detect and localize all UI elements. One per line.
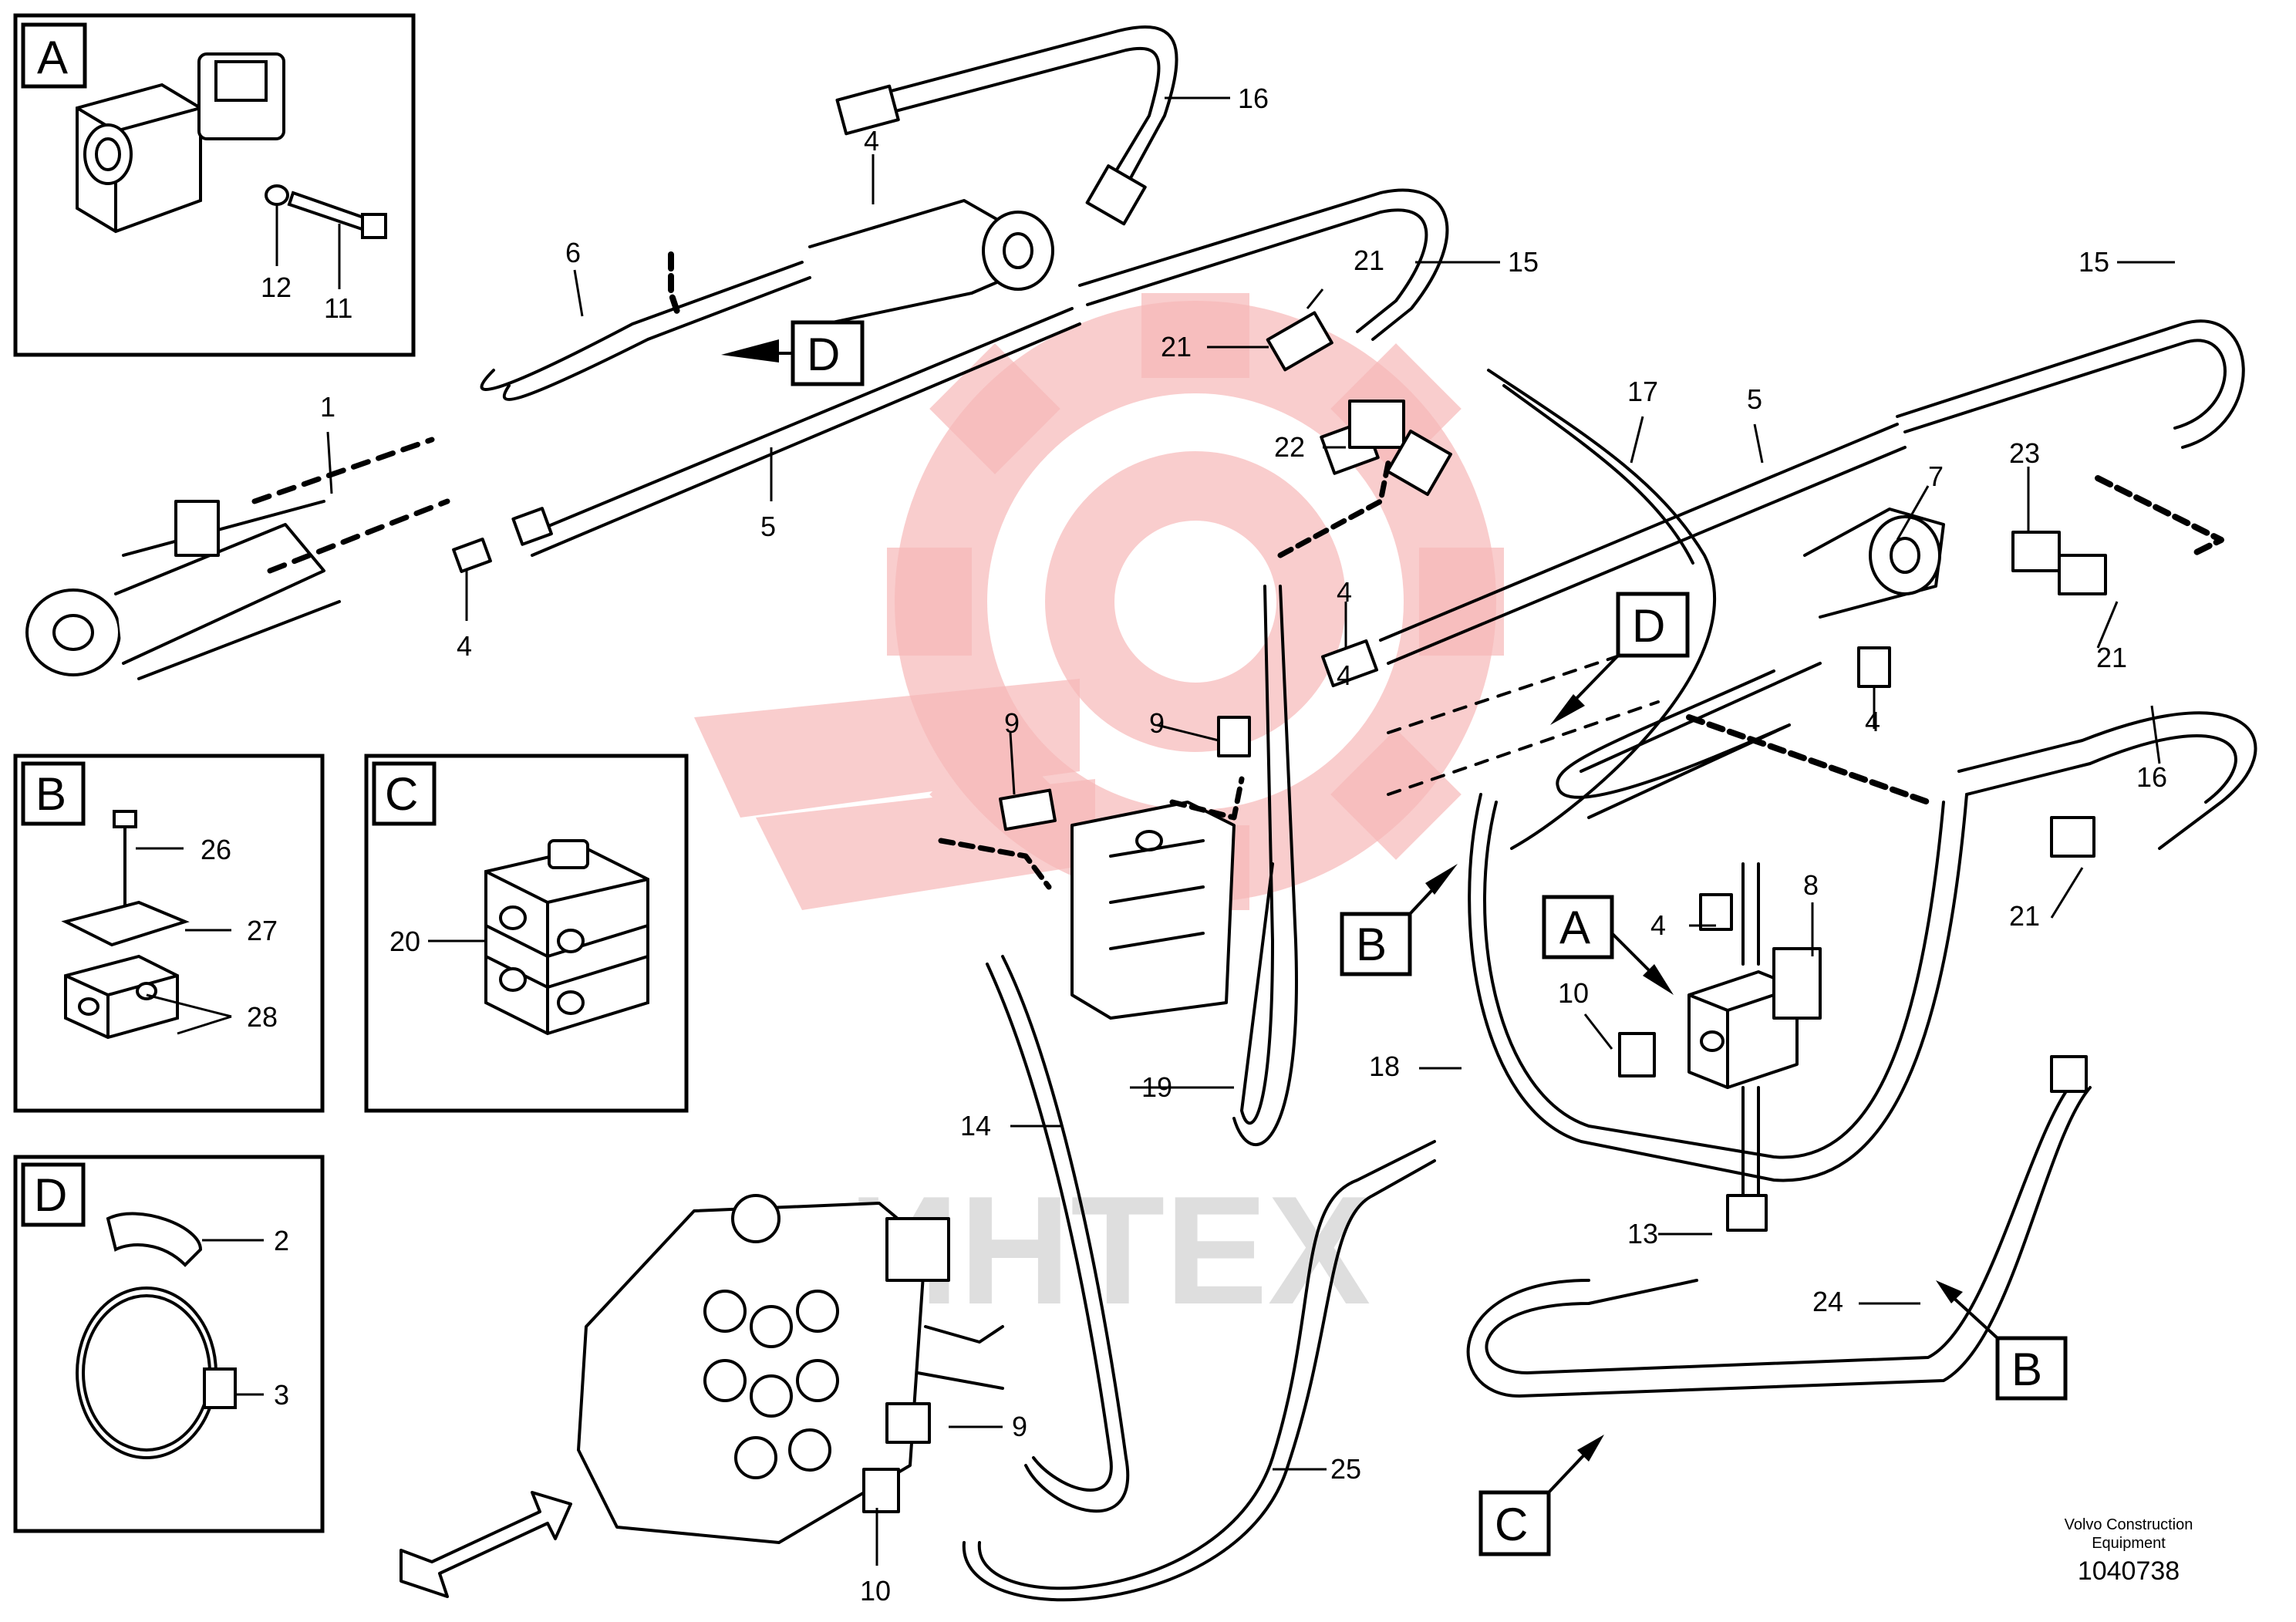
callout-label: 27	[247, 915, 278, 946]
view-marker-b: B	[2011, 1344, 2042, 1395]
callout-label: 12	[261, 271, 292, 303]
cylinder-left	[25, 437, 450, 680]
callout-label: 8	[1803, 869, 1819, 901]
credit-line-2: Equipment	[2092, 1535, 2166, 1552]
callout-label: 6	[565, 237, 581, 268]
inset-box-c: C 20	[364, 754, 689, 1113]
inset-box-c-letter: C	[385, 768, 418, 820]
view-marker-a: A	[1559, 902, 1590, 953]
direction-arrow-icon	[400, 1491, 572, 1598]
callout-label: 11	[324, 292, 352, 324]
credit-line-1: Volvo Construction	[2065, 1516, 2193, 1533]
watermark: ИНТЕХ	[694, 293, 1504, 1337]
callout-label: 4	[457, 630, 472, 662]
callout-label: 22	[1274, 431, 1305, 463]
callout-label: 23	[2009, 437, 2040, 469]
hose-5-upper	[531, 322, 1081, 557]
callout-label: 5	[760, 511, 776, 542]
view-marker-d: D	[807, 329, 840, 380]
callout-label: 4	[1337, 576, 1352, 608]
callout-label: 4	[1865, 706, 1880, 737]
callout-label: 4	[864, 125, 879, 157]
callout-label: 7	[1928, 460, 1944, 492]
main-control-valve	[577, 1194, 1004, 1544]
callout-label: 15	[1508, 246, 1539, 278]
callout-label: 26	[201, 834, 231, 865]
callout-label: 3	[274, 1379, 289, 1411]
inset-box-d: D 2 3	[13, 1155, 325, 1533]
view-markers: D D B A B C	[721, 320, 2068, 1556]
callout-label: 10	[1558, 977, 1589, 1009]
callout-label: 16	[2136, 761, 2167, 793]
leader-lines	[326, 96, 2175, 1566]
view-marker-b: B	[1356, 919, 1387, 970]
callout-label: 18	[1369, 1050, 1400, 1082]
callout-label: 19	[1141, 1071, 1172, 1103]
callout-label: 24	[1812, 1286, 1843, 1317]
callout-label: 4	[1650, 909, 1666, 941]
callout-label: 4	[1337, 659, 1352, 691]
inset-box-a: A 12 11	[13, 13, 416, 357]
callout-label: 20	[389, 926, 420, 957]
callout-label: 16	[1238, 83, 1269, 114]
callout-label: 14	[960, 1110, 991, 1141]
callout-label: 5	[1747, 383, 1762, 415]
view-marker-d: D	[1632, 600, 1665, 652]
callout-label: 21	[2096, 642, 2127, 673]
callout-label: 1	[320, 391, 335, 423]
callout-label: 13	[1627, 1218, 1658, 1249]
inset-box-b: B 26 27 28	[13, 754, 325, 1113]
callouts: 1 4 5 6 4 16 15 21 21 22 17 5 7 15 23 21…	[320, 83, 2167, 1607]
main-assembly-drawing	[25, 25, 2257, 1602]
callout-label: 9	[1149, 707, 1165, 739]
callout-label: 21	[1161, 331, 1192, 363]
callout-label: 17	[1627, 376, 1658, 407]
view-marker-c: C	[1495, 1499, 1528, 1550]
callout-label: 25	[1330, 1453, 1361, 1485]
drawing-code: 1040738	[2078, 1556, 2180, 1586]
solenoid-valve	[1687, 862, 1822, 1205]
inset-box-a-letter: A	[37, 32, 68, 83]
callout-label: 21	[1354, 244, 1384, 276]
callout-label: 9	[1012, 1411, 1027, 1442]
credit-block: Volvo Construction Equipment 1040738	[2065, 1516, 2193, 1586]
callout-label: 21	[2009, 900, 2040, 932]
inset-box-d-letter: D	[34, 1169, 67, 1221]
inset-box-b-letter: B	[35, 768, 66, 820]
callout-label: 9	[1004, 707, 1020, 739]
callout-label: 15	[2079, 246, 2109, 278]
callout-label: 2	[274, 1225, 289, 1256]
callout-label: 28	[247, 1001, 278, 1033]
callout-label: 10	[860, 1575, 891, 1607]
